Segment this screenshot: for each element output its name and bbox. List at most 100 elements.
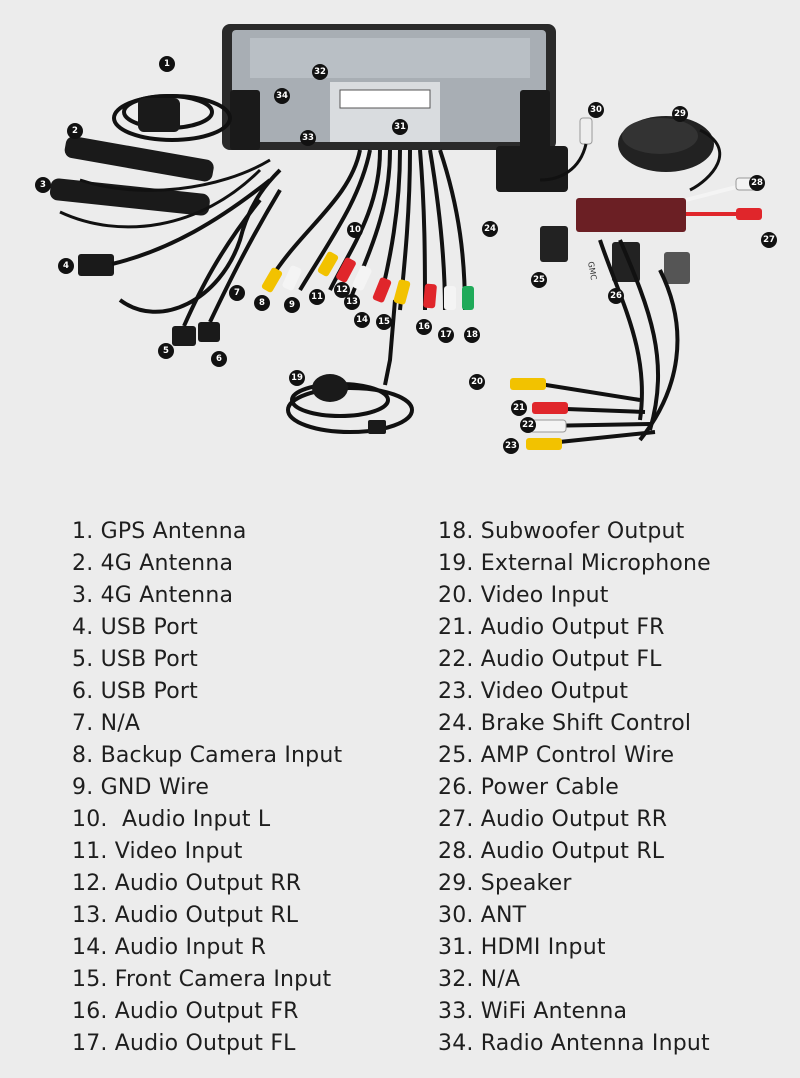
speaker xyxy=(618,116,722,192)
callout-16: 16 xyxy=(416,319,432,335)
head-unit xyxy=(222,24,556,150)
svg-text:4: 4 xyxy=(63,261,69,271)
legend-item: 16. Audio Output FR xyxy=(72,999,299,1024)
callout-32: 32 xyxy=(312,64,328,80)
callout-26: 26 xyxy=(608,288,624,304)
legend-item: 24. Brake Shift Control xyxy=(438,711,692,736)
callout-21: 21 xyxy=(511,400,527,416)
callout-27: 27 xyxy=(761,232,777,248)
legend-item: 29. Speaker xyxy=(438,871,572,896)
svg-text:5: 5 xyxy=(163,346,169,356)
legend-item: 4. USB Port xyxy=(72,615,198,640)
legend-item: 13. Audio Output RL xyxy=(72,903,299,928)
callout-3: 3 xyxy=(35,177,51,193)
callout-7: 7 xyxy=(229,285,245,301)
callout-10: 10 xyxy=(347,222,363,238)
callout-4: 4 xyxy=(58,258,74,274)
svg-text:6: 6 xyxy=(216,354,222,364)
legend-item: 26. Power Cable xyxy=(438,775,619,800)
power-harness: GMC xyxy=(496,146,763,442)
legend-item: 23. Video Output xyxy=(438,679,629,704)
svg-text:27: 27 xyxy=(763,235,775,245)
legend-item: 1. GPS Antenna xyxy=(72,519,247,544)
harness-label: GMC xyxy=(586,261,598,281)
external-microphone xyxy=(286,374,414,434)
callout-25: 25 xyxy=(531,272,547,288)
callout-5: 5 xyxy=(158,343,174,359)
svg-text:13: 13 xyxy=(346,297,358,307)
svg-text:8: 8 xyxy=(259,298,265,308)
svg-text:34: 34 xyxy=(276,91,288,101)
callout-14: 14 xyxy=(354,312,370,328)
legend-item: 22. Audio Output FL xyxy=(438,647,662,672)
gps-antenna xyxy=(112,94,232,142)
svg-text:33: 33 xyxy=(302,133,314,143)
legend-item: 31. HDMI Input xyxy=(438,935,606,960)
callout-9: 9 xyxy=(284,297,300,313)
legend-item: 34. Radio Antenna Input xyxy=(438,1031,710,1056)
legend-item: 6. USB Port xyxy=(72,679,198,704)
legend-item: 33. WiFi Antenna xyxy=(438,999,628,1024)
ant-connector xyxy=(539,117,593,182)
svg-text:20: 20 xyxy=(471,377,483,387)
svg-text:32: 32 xyxy=(314,67,326,77)
callout-34: 34 xyxy=(274,88,290,104)
svg-text:9: 9 xyxy=(289,300,295,310)
legend-item: 8. Backup Camera Input xyxy=(72,743,343,768)
callout-33: 33 xyxy=(300,130,316,146)
svg-text:21: 21 xyxy=(513,403,525,413)
svg-text:22: 22 xyxy=(522,420,534,430)
svg-text:30: 30 xyxy=(590,105,602,115)
svg-text:19: 19 xyxy=(291,373,303,383)
legend-item: 18. Subwoofer Output xyxy=(438,519,685,544)
svg-text:23: 23 xyxy=(505,441,517,451)
legend-item: 27. Audio Output RR xyxy=(438,807,668,832)
legend-column-right: 18. Subwoofer Output 19. External Microp… xyxy=(438,516,711,1060)
legend-column-left: 1. GPS Antenna 2. 4G Antenna 3. 4G Anten… xyxy=(72,516,342,1060)
legend-item: 3. 4G Antenna xyxy=(72,583,234,608)
svg-text:31: 31 xyxy=(394,122,406,132)
legend-item: 10. Audio Input L xyxy=(72,807,271,832)
callout-6: 6 xyxy=(211,351,227,367)
legend-item: 9. GND Wire xyxy=(72,775,210,800)
callout-17: 17 xyxy=(438,327,454,343)
svg-text:12: 12 xyxy=(336,285,348,295)
legend-item: 21. Audio Output FR xyxy=(438,615,665,640)
svg-text:29: 29 xyxy=(674,109,686,119)
svg-text:15: 15 xyxy=(378,317,390,327)
callout-12: 12 xyxy=(334,282,350,298)
svg-text:3: 3 xyxy=(40,180,46,190)
callout-18: 18 xyxy=(464,327,480,343)
legend-item: 28. Audio Output RL xyxy=(438,839,665,864)
legend-item: 15. Front Camera Input xyxy=(72,967,332,992)
callout-20: 20 xyxy=(469,374,485,390)
legend-item: 30. ANT xyxy=(438,903,527,928)
legend-item: 25. AMP Control Wire xyxy=(438,743,675,768)
legend-item: 19. External Microphone xyxy=(438,551,711,576)
rca-plugs-center xyxy=(261,251,474,310)
callout-28: 28 xyxy=(749,175,765,191)
wiring-diagram: GMC 1 2 3 4 5 6 7 8 9 10 11 12 13 14 15 … xyxy=(0,0,800,490)
legend-item: 11. Video Input xyxy=(72,839,243,864)
callout-23: 23 xyxy=(503,438,519,454)
svg-text:24: 24 xyxy=(484,224,496,234)
svg-text:2: 2 xyxy=(72,126,78,136)
usb-cables xyxy=(78,168,282,346)
callout-15: 15 xyxy=(376,314,392,330)
svg-text:10: 10 xyxy=(349,225,361,235)
legend-item: 14. Audio Input R xyxy=(72,935,267,960)
callout-24: 24 xyxy=(482,221,498,237)
callout-31: 31 xyxy=(392,119,408,135)
legend-item: 17. Audio Output FL xyxy=(72,1031,296,1056)
rca-plugs-right xyxy=(510,378,656,450)
svg-text:18: 18 xyxy=(466,330,478,340)
legend-item: 20. Video Input xyxy=(438,583,609,608)
svg-text:11: 11 xyxy=(311,292,323,302)
callout-1: 1 xyxy=(159,56,175,72)
legend-item: 7. N/A xyxy=(72,711,141,736)
svg-text:16: 16 xyxy=(418,322,430,332)
svg-text:14: 14 xyxy=(356,315,368,325)
svg-text:1: 1 xyxy=(164,59,170,69)
callout-19: 19 xyxy=(289,370,305,386)
callout-8: 8 xyxy=(254,295,270,311)
